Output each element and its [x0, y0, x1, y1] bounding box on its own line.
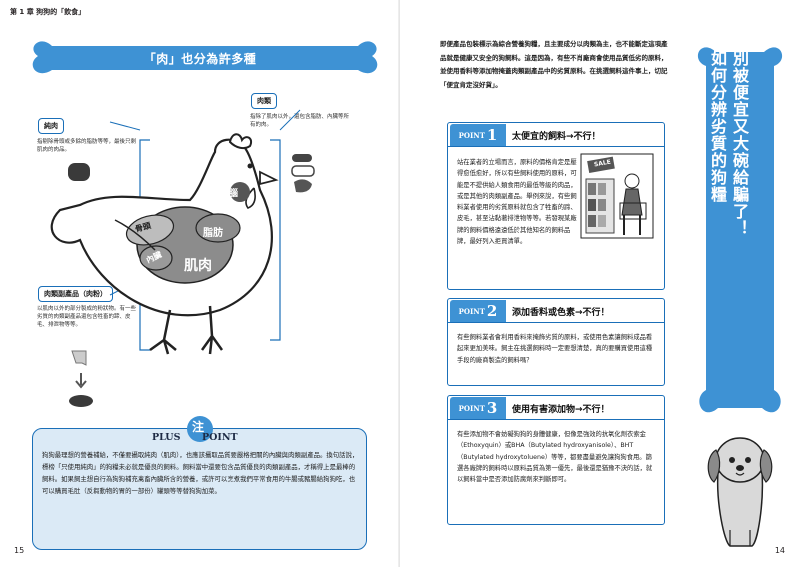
page-number-right: 14 — [774, 546, 785, 555]
point-2-title: 添加香料或色素→不行！ — [512, 307, 610, 318]
plus-word: PLUS — [152, 432, 181, 443]
lean-meat-icon — [68, 163, 90, 181]
intro-paragraph: 即便產品包裝標示為綜合營養狗糧，且主要成分以肉類為主，也不能斷定這項產品就是健康… — [440, 40, 668, 89]
vertical-title-bone — [697, 47, 783, 413]
chicken-label-brain: 腦 — [229, 189, 239, 199]
plus-point-badge — [187, 416, 213, 442]
plus-point-box — [32, 428, 367, 550]
point-2-body: 有些飼料業者會利用香料來掩飾劣質的原料，或使用色素讓飼料成品看起來更加美味。飼主… — [457, 334, 653, 364]
plus-badge-char: 注 — [192, 420, 205, 434]
running-head: 第 1 章 狗狗的「飲食」 — [10, 8, 86, 16]
point-2-divider — [447, 322, 665, 324]
chicken-label-fat: 脂肪 — [203, 228, 223, 239]
dog-illustration — [707, 437, 773, 547]
callout-lean-desc: 指剔除骨頭或多餘的脂肪等等，最後只剩肌肉的肉品。 — [37, 139, 137, 153]
point-3-divider — [447, 419, 665, 421]
callout-lean-label: 純肉 — [38, 118, 64, 134]
point-1-body: 站在業者的立場而言，原料的價格肯定是壓得愈低愈好，所以有些飼料使用的原料，可能是… — [457, 159, 577, 246]
point-3-body: 有些添加物不會妨礙狗狗的身體健康，但像是強效的抗氧化劑衣索金（Ethoxyqui… — [457, 431, 653, 484]
chicken-illustration — [50, 133, 279, 355]
left-page: 第 1 章 狗狗的「飲食」 「肉」也分為許多種 肉類 指除了肌肉以外，還包含脂肪… — [10, 8, 378, 555]
chicken-label-muscle: 肌肉 — [184, 258, 212, 274]
vertical-title-main: 別被便宜又大碗給騙了！ — [730, 50, 749, 237]
callout-byproduct-desc: 以肌肉以外的部分製成的粉狀物。有一些劣質的肉類副產品還包含牲畜的蹄、皮毛、排泄物… — [37, 306, 137, 328]
callout-meat-desc: 指除了肌肉以外，還包含脂肪、內臟等所有的肉。 — [250, 114, 350, 128]
meat-cuts-icon — [291, 154, 315, 193]
plus-point-body: 狗狗最理想的營養補給，不僅要攝取純肉（肌肉），也應該攝取品質要嚴格把關的內臟與肉… — [42, 451, 359, 495]
shop-illustration — [580, 153, 654, 239]
page-number-left: 15 — [14, 546, 25, 555]
point-1-divider — [447, 146, 665, 148]
point-1-title: 太便宜的飼料→不行！ — [512, 131, 601, 142]
banner-title: 「肉」也分為許多種 — [143, 52, 257, 66]
point-word: POINT — [202, 432, 238, 443]
meat-powder-icon — [69, 350, 93, 407]
vertical-title-sub: 如何分辨劣質的狗糧 — [708, 50, 727, 203]
point-3-title: 使用有害添加物→不行！ — [512, 404, 610, 415]
bone-banner — [32, 41, 378, 74]
callout-meat-label: 肉類 — [251, 93, 277, 109]
